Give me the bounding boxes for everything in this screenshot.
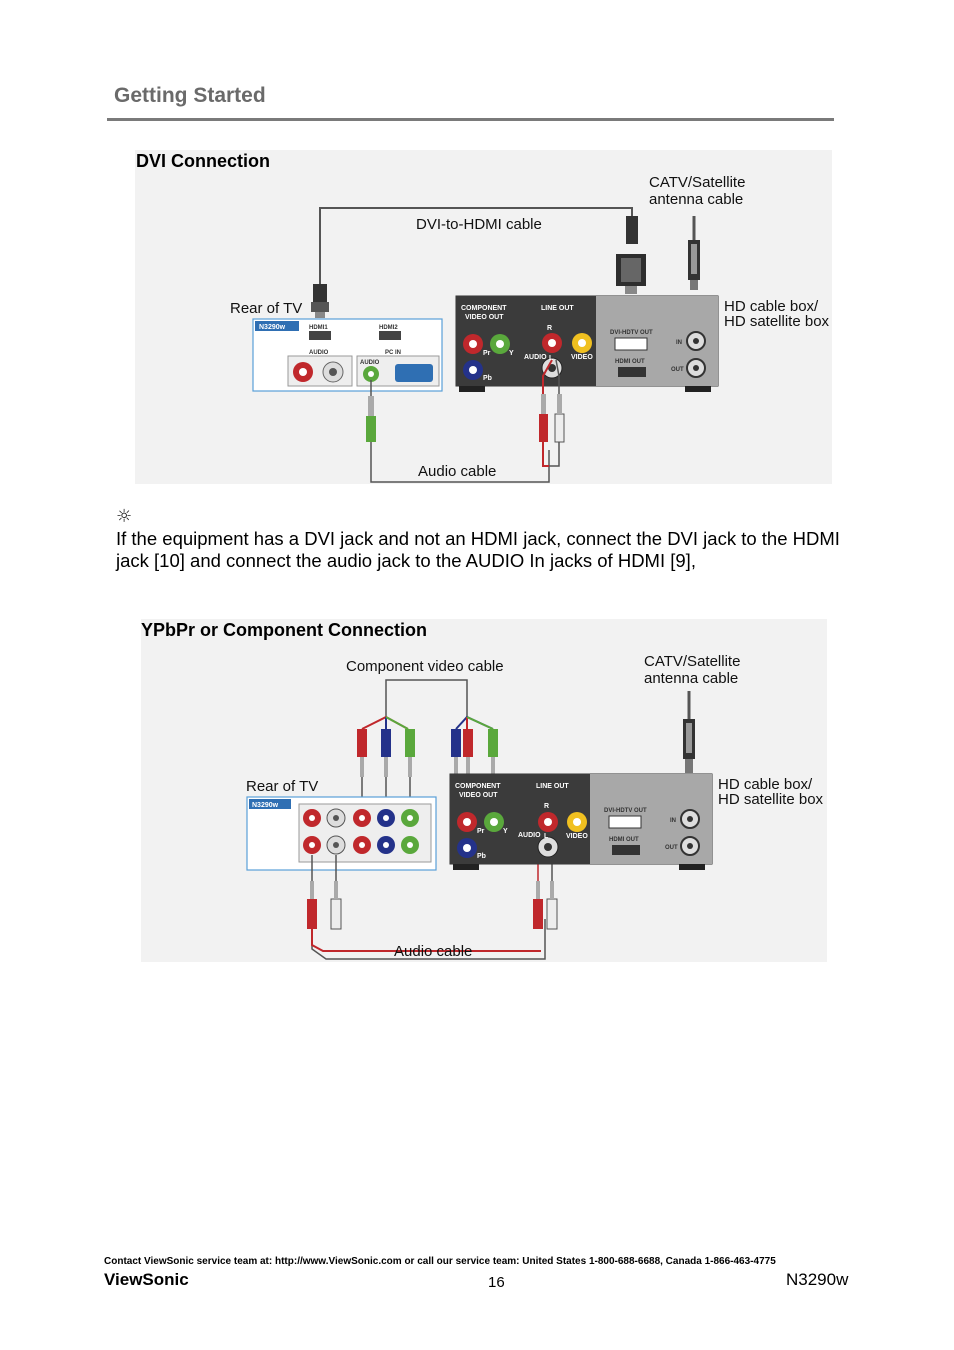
tv-hdmi1-label: HDMI1 bbox=[309, 325, 328, 331]
rca-plugs-box-icon bbox=[533, 881, 558, 930]
catv-label-line1: CATV/Satellite bbox=[644, 653, 740, 670]
hdmi-plug-icon bbox=[311, 284, 329, 318]
rca-plug-white-icon bbox=[554, 394, 565, 443]
box-pb-label: Pb bbox=[483, 375, 492, 382]
coax-plug-icon bbox=[683, 719, 695, 773]
tv-model-badge: N3290w bbox=[252, 802, 279, 809]
hd-box-label-line1: HD cable box/ bbox=[718, 776, 813, 793]
box-component-label: COMPONENT bbox=[455, 783, 501, 790]
component-plugs-right bbox=[451, 715, 498, 777]
component-cable-line bbox=[385, 679, 468, 717]
box-in-label: IN bbox=[670, 818, 676, 824]
box-y-label: Y bbox=[509, 350, 514, 357]
tv-audio2-label: AUDIO bbox=[360, 360, 380, 366]
tv-audio-label: AUDIO bbox=[309, 350, 329, 356]
tv-pc-in-label: PC IN bbox=[385, 350, 401, 356]
hd-box-label-line2: HD satellite box bbox=[718, 791, 824, 808]
box-hdmi-label: HDMI OUT bbox=[615, 359, 645, 365]
tv-model-badge: N3290w bbox=[259, 324, 286, 331]
box-lineout-label: LINE OUT bbox=[536, 783, 569, 790]
catv-label-line1: CATV/Satellite bbox=[649, 174, 745, 191]
box-r-label: R bbox=[547, 325, 552, 332]
sun-icon: ☼ bbox=[116, 506, 133, 527]
box-audio-label: AUDIO bbox=[524, 354, 547, 361]
ypbpr-connection-diagram: YPbPr or Component Connection Component … bbox=[141, 619, 827, 962]
hd-box-label-line1: HD cable box/ bbox=[724, 298, 819, 315]
tv-hdmi2-label: HDMI2 bbox=[379, 325, 398, 331]
catv-label-line2: antenna cable bbox=[649, 191, 743, 208]
box-component-label2: VIDEO OUT bbox=[465, 314, 504, 321]
section-title: Getting Started bbox=[114, 84, 266, 107]
section-divider bbox=[107, 118, 834, 121]
box-out-label: OUT bbox=[665, 845, 678, 851]
box-in-label: IN bbox=[676, 340, 682, 346]
box-pr-label: Pr bbox=[483, 350, 491, 357]
catv-label-line2: antenna cable bbox=[644, 670, 738, 687]
box-l-label: L bbox=[549, 355, 554, 362]
tv-rear-panel: N3290w HDMI1 HDMI2 AUDIO PC IN AUDIO bbox=[252, 318, 443, 392]
box-l-label: L bbox=[544, 833, 549, 840]
box-dvi-label: DVI-HDTV OUT bbox=[610, 330, 653, 336]
hd-cable-box: COMPONENT VIDEO OUT LINE OUT Pr Y Pb R A… bbox=[449, 773, 713, 870]
audio-cable-label: Audio cable bbox=[394, 943, 472, 960]
box-video-label: VIDEO bbox=[571, 354, 593, 361]
box-hdmi-label: HDMI OUT bbox=[609, 837, 639, 843]
tip-text: If the equipment has a DVI jack and not … bbox=[116, 528, 840, 571]
footer-brand: ViewSonic bbox=[104, 1270, 189, 1289]
box-component-label: COMPONENT bbox=[461, 305, 507, 312]
dvi-connection-diagram: DVI Connection DVI-to-HDMI cable CATV/Sa… bbox=[135, 150, 832, 484]
box-dvi-label: DVI-HDTV OUT bbox=[604, 808, 647, 814]
box-out-label: OUT bbox=[671, 367, 684, 373]
box-y-label: Y bbox=[503, 828, 508, 835]
rca-plug-red-icon bbox=[539, 394, 548, 442]
rear-tv-label: Rear of TV bbox=[246, 778, 318, 795]
dvi-heading: DVI Connection bbox=[136, 151, 270, 171]
tv-rear-panel: N3290w bbox=[246, 796, 437, 871]
dvi-hdmi-cable-label: DVI-to-HDMI cable bbox=[416, 216, 542, 233]
box-audio-label: AUDIO bbox=[518, 832, 541, 839]
component-plugs-left bbox=[357, 715, 415, 777]
component-cable-label: Component video cable bbox=[346, 658, 504, 675]
dvi-plug-icon bbox=[616, 216, 646, 294]
box-pb-label: Pb bbox=[477, 853, 486, 860]
box-video-label: VIDEO bbox=[566, 833, 588, 840]
ypbpr-heading: YPbPr or Component Connection bbox=[141, 620, 427, 640]
rear-tv-label: Rear of TV bbox=[230, 300, 302, 317]
footer-model: N3290w bbox=[786, 1270, 849, 1289]
box-pr-label: Pr bbox=[477, 828, 485, 835]
minijack-plug-icon bbox=[366, 396, 376, 442]
hd-box-label-line2: HD satellite box bbox=[724, 313, 830, 330]
audio-cable-label: Audio cable bbox=[418, 463, 496, 480]
rca-plugs-tv-icon bbox=[307, 881, 342, 930]
box-component-label2: VIDEO OUT bbox=[459, 792, 498, 799]
box-lineout-label: LINE OUT bbox=[541, 305, 574, 312]
coax-plug-icon bbox=[688, 240, 700, 290]
hd-cable-box: COMPONENT VIDEO OUT LINE OUT Pr Y Pb R A… bbox=[455, 295, 719, 392]
footer-contact: Contact ViewSonic service team at: http:… bbox=[104, 1256, 776, 1267]
page-number: 16 bbox=[488, 1274, 505, 1291]
box-r-label: R bbox=[544, 803, 549, 810]
